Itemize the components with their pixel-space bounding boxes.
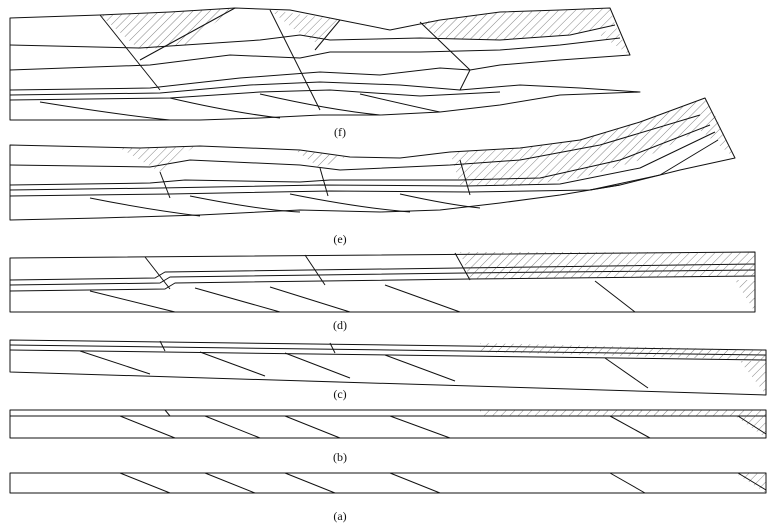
panel-e-layer-4 (9, 139, 719, 197)
panel-f-layer-5 (9, 89, 501, 101)
panel-d-label: (d) (333, 318, 347, 332)
panel-c-layer-2 (9, 349, 767, 361)
panel-b-label: (b) (333, 450, 347, 464)
panel-a-label: (a) (333, 509, 347, 523)
panel-c-faults (79, 340, 649, 389)
panel-c-hatched-layer (480, 343, 766, 360)
panel-e-hatched-layer (450, 98, 715, 186)
panel-b (9, 409, 767, 439)
panel-c (9, 339, 767, 396)
panel-f-hatched-layer (420, 8, 615, 40)
panel-f-layer-3 (9, 67, 471, 91)
panel-f-layer-4 (9, 81, 461, 96)
panel-e-label: (e) (333, 232, 347, 246)
panel-f-hatched-wedge (600, 25, 630, 55)
panel-c-hatched-wedge (740, 361, 766, 395)
panel-f-faults (39, 7, 471, 121)
panel-d-hatched-layer (460, 252, 755, 279)
panel-d-faults (89, 252, 636, 313)
panel-f-layer-1 (9, 24, 616, 49)
panel-e-layer-1 (9, 114, 701, 171)
panel-a (9, 472, 767, 494)
panel-b-faults (119, 409, 767, 439)
panel-c-label: (c) (333, 387, 347, 401)
panel-e-hatched-syncline-2 (295, 150, 345, 168)
panel-e-hatched-syncline-1 (120, 146, 195, 172)
panel-a-faults (119, 472, 767, 494)
panel-f-layer-2 (9, 37, 621, 71)
panel-a-outline (9, 472, 767, 494)
panel-f-hatched-block-2 (270, 10, 340, 45)
panel-d (9, 251, 756, 313)
panel-e-layer-2 (9, 124, 711, 186)
panel-d-hatched-wedge (735, 280, 755, 312)
panel-a-hatched-wedge (735, 473, 766, 493)
panel-f-label: (f) (334, 125, 346, 139)
panel-f-hatched-block-1 (100, 8, 235, 50)
panel-e (9, 97, 736, 221)
panel-f (9, 7, 641, 121)
panel-e-layer-3 (9, 131, 716, 191)
panel-b-hatched-layer (480, 410, 766, 416)
panel-e-faults (89, 159, 621, 217)
panel-b-hatched-wedge (735, 416, 766, 438)
